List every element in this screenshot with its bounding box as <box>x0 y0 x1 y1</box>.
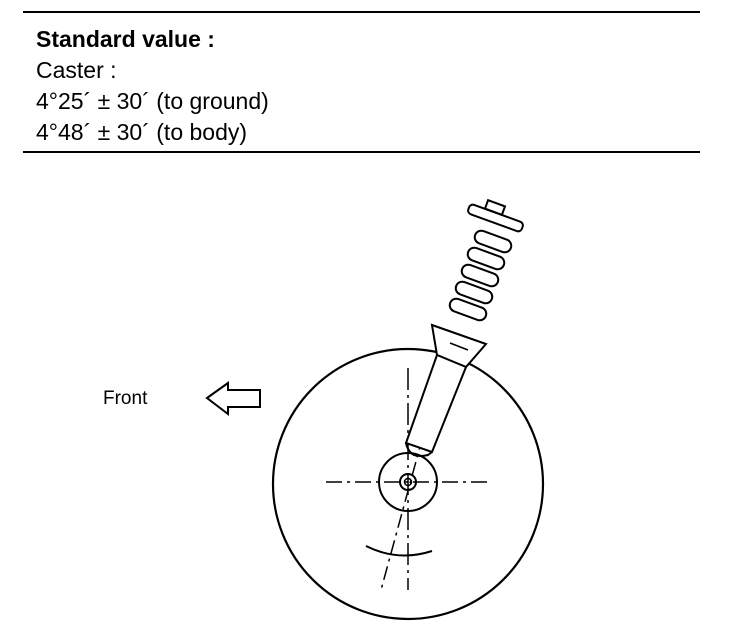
caster-label: Caster : <box>36 57 117 83</box>
left-arrow-outline-icon <box>205 381 261 417</box>
caster-angle-arc <box>365 545 433 557</box>
coil-spring <box>448 229 513 322</box>
front-label: Front <box>103 388 148 409</box>
top-rule <box>23 11 700 13</box>
caster-value-ground: 4°25´ ± 30´ (to ground) <box>36 88 269 114</box>
wheel-outline <box>271 347 545 621</box>
caster-value-body: 4°48´ ± 30´ (to body) <box>36 119 248 145</box>
spec-box: Standard value : Caster : 4°25´ ± 30´ (t… <box>36 24 269 148</box>
strut-top-mount <box>467 198 524 233</box>
bottom-rule <box>23 151 700 153</box>
strut-body <box>404 323 488 457</box>
spec-heading: Standard value : <box>36 26 215 52</box>
